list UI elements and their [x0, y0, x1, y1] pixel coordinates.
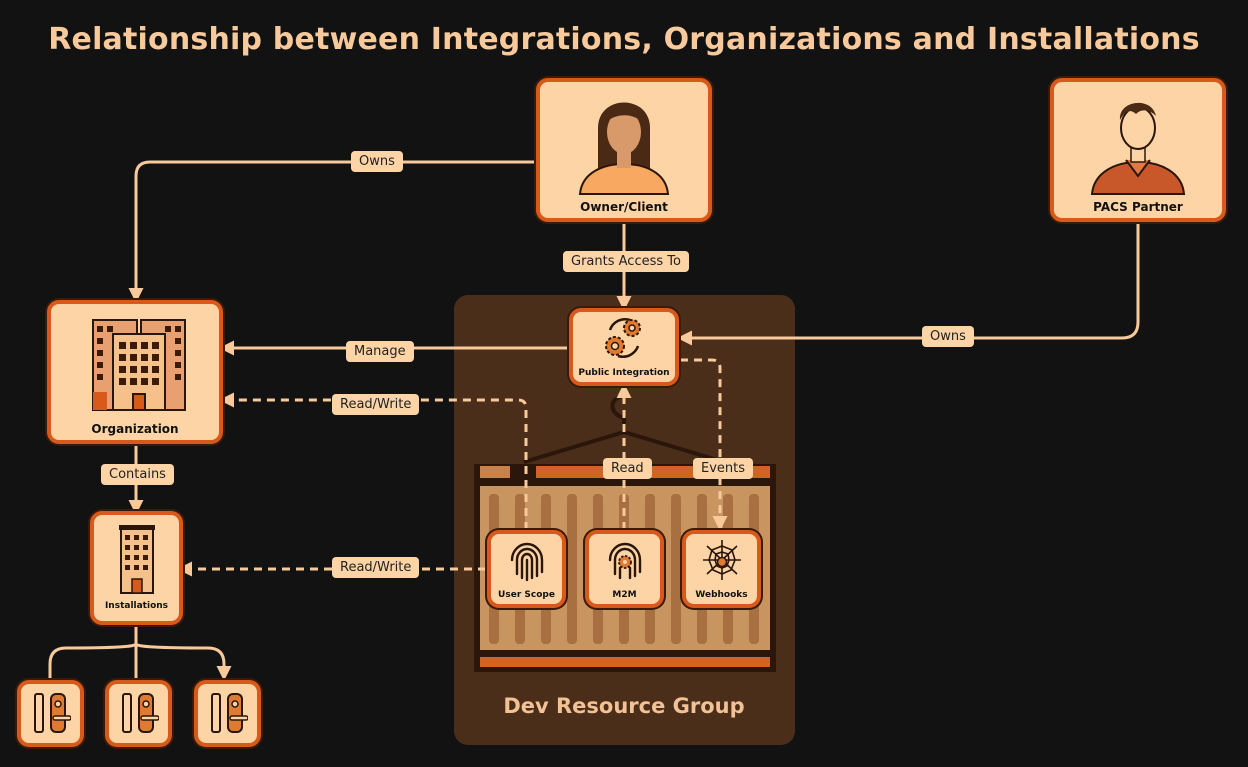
fingerprint-icon — [510, 542, 544, 582]
organization-node[interactable]: Organization — [47, 300, 223, 444]
edge-label-read-write-inst: Read/Write — [332, 557, 420, 578]
organization-label: Organization — [91, 422, 179, 436]
public-integration-node[interactable]: Public Integration — [569, 308, 679, 386]
user-scope-label: User Scope — [498, 590, 555, 600]
lock-node[interactable] — [194, 680, 261, 747]
woman-avatar-icon — [578, 102, 670, 195]
lock-node[interactable] — [105, 680, 172, 747]
edge-label-manage: Manage — [346, 341, 414, 362]
owner-client-label: Owner/Client — [580, 200, 668, 214]
edge-label-read: Read — [603, 458, 652, 479]
dev-resource-group-label: Dev Resource Group — [503, 694, 745, 718]
edge-events — [680, 358, 728, 531]
owner-client-node[interactable]: Owner/Client — [536, 78, 712, 222]
user-scope-node[interactable]: User Scope — [487, 530, 566, 608]
man-avatar-icon — [1090, 102, 1186, 195]
office-building-icon — [92, 319, 186, 411]
edge-user-scope-read-write-org — [219, 392, 528, 530]
edge-label-events: Events — [693, 458, 754, 479]
edge-partner-owns-integration — [677, 222, 1140, 346]
door-lock-icon — [211, 693, 248, 733]
fingerprint-gear-icon — [608, 542, 642, 580]
webhooks-label: Webhooks — [695, 590, 748, 600]
pacs-partner-label: PACS Partner — [1093, 200, 1183, 214]
tower-building-icon — [119, 525, 155, 594]
installations-node[interactable]: Installations — [90, 511, 183, 625]
pacs-partner-node[interactable]: PACS Partner — [1050, 78, 1226, 222]
edge-owner-owns-org — [128, 160, 536, 303]
edge-label-read-write-org: Read/Write — [332, 394, 420, 415]
gears-cycle-icon — [605, 318, 641, 358]
edge-label-owns-org: Owns — [351, 151, 403, 172]
public-integration-label: Public Integration — [578, 368, 670, 378]
edge-installations-locks — [48, 625, 224, 678]
door-lock-icon — [34, 693, 71, 733]
spider-web-icon — [703, 540, 741, 580]
m2m-node[interactable]: M2M — [585, 530, 664, 608]
installations-label: Installations — [104, 601, 169, 611]
edge-label-grants-access: Grants Access To — [563, 251, 689, 272]
lock-node[interactable] — [17, 680, 84, 747]
m2m-label: M2M — [612, 590, 637, 600]
edge-label-owns-integration: Owns — [922, 326, 974, 347]
door-lock-icon — [122, 693, 159, 733]
webhooks-node[interactable]: Webhooks — [682, 530, 761, 608]
edge-label-contains: Contains — [101, 464, 174, 485]
diagram-title: Relationship between Integrations, Organ… — [48, 22, 1200, 57]
